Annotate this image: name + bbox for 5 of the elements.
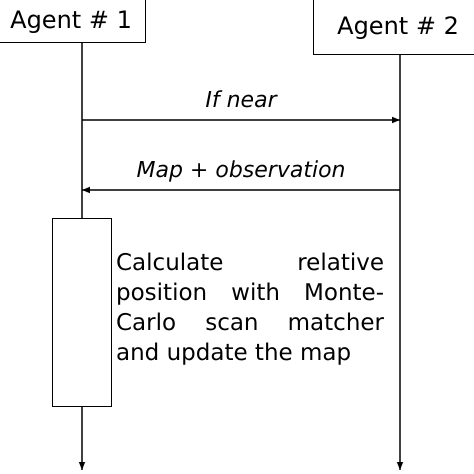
note-text: Calculate relative position with Monte-Carlo scan matcher and update the map (116, 249, 384, 368)
message-arrow (82, 116, 400, 124)
participant-box: Agent # 1 (0, 0, 146, 43)
participant-box: Agent # 2 (313, 0, 474, 55)
message-arrow (82, 186, 400, 194)
